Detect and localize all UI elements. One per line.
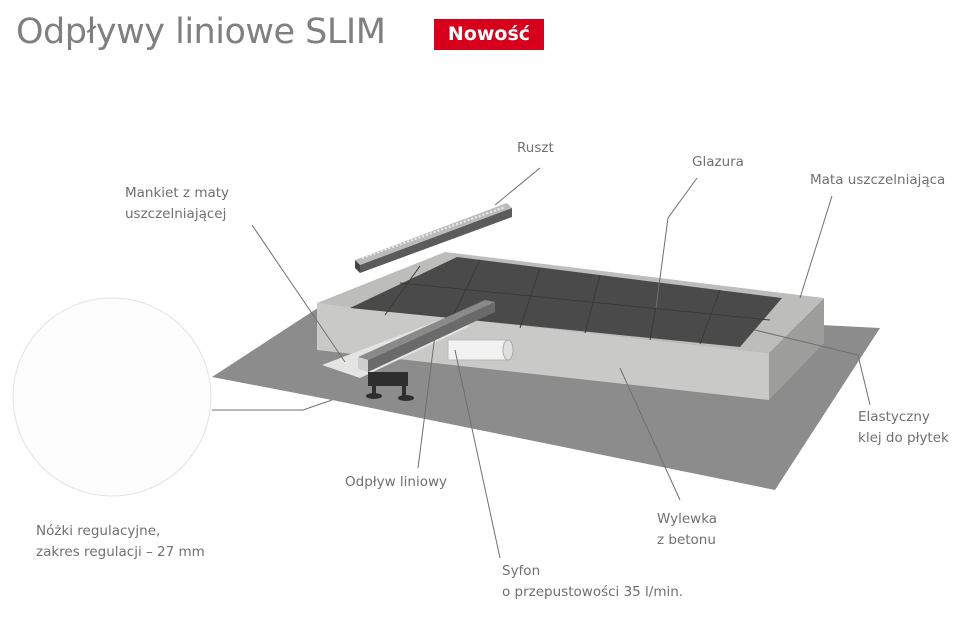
detail-circle [12,297,212,497]
page-title: Odpływy liniowe SLIM [16,12,386,52]
label-screed: Wylewka z betonu [657,509,717,551]
label-adhesive: Elastyczny klej do płytek [858,407,949,449]
label-siphon: Syfon o przepustowości 35 l/min. [502,561,683,603]
label-cuff-line1: Mankiet z maty [125,185,230,201]
label-siphon-line1: Syfon [502,563,541,579]
adjustable-feet [366,372,414,401]
label-screed-line2: z betonu [657,532,716,548]
label-linear-drain: Odpływ liniowy [345,474,448,490]
screed-right-face [769,298,824,400]
label-feet-line2: zakres regulacji – 27 mm [36,544,205,560]
linear-drain [358,300,495,360]
new-badge: Nowość [434,19,544,50]
label-screed-line1: Wylewka [657,511,718,527]
label-tiles: Glazura [692,154,744,170]
grate [355,203,512,265]
label-adhesive-line1: Elastyczny [858,409,930,425]
label-cuff: Mankiet z maty uszczelniającej [125,183,229,225]
tiles [350,257,782,347]
label-feet-line1: Nóżki regulacyjne, [36,523,161,539]
label-cuff-line2: uszczelniającej [125,206,227,222]
label-siphon-line2: o przepustowości 35 l/min. [502,584,684,600]
label-grate: Ruszt [517,140,554,156]
label-sealing-mat: Mata uszczelniająca [810,172,946,188]
leader-lines [212,167,871,559]
label-adhesive-line2: klej do płytek [858,430,949,446]
label-feet: Nóżki regulacyjne, zakres regulacji – 27… [36,521,205,563]
